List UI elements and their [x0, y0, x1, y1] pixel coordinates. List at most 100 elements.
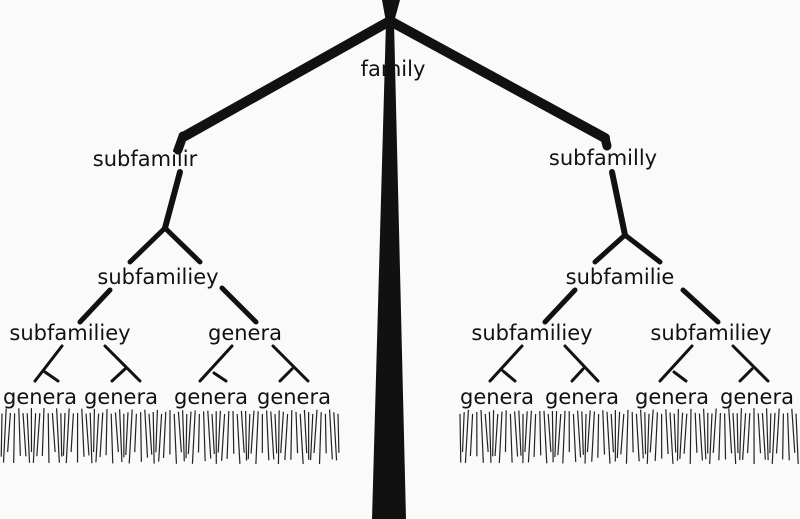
fringe-line	[185, 413, 188, 459]
fringe-line	[581, 411, 584, 455]
fringe-line	[119, 409, 123, 463]
fringe-line	[70, 413, 74, 453]
label-right-level3-b: subfamiliey	[650, 321, 771, 345]
fringe-line	[274, 413, 278, 454]
fringe-line	[644, 412, 647, 455]
fringe-line	[554, 411, 558, 458]
fringe-line	[791, 408, 796, 453]
fringe-line	[584, 413, 587, 464]
fringe-line	[128, 409, 133, 464]
fringe-line	[572, 413, 577, 463]
fringe-line	[266, 410, 270, 461]
branch-line	[563, 344, 600, 383]
fringe-line	[93, 408, 95, 453]
fringe-line	[498, 411, 503, 464]
fringe-line	[303, 409, 308, 454]
fringe-line	[191, 410, 196, 464]
fringe-line	[7, 412, 11, 453]
fringe-line	[329, 409, 333, 460]
fringe-line	[0, 413, 3, 457]
branch-line	[77, 287, 113, 325]
fringe-line	[724, 413, 727, 460]
branch-line	[110, 367, 127, 383]
fringe-line	[514, 411, 519, 457]
fringe-line	[649, 409, 654, 453]
fringe-line	[586, 410, 591, 453]
label-left-level2: subfamiliey	[97, 265, 218, 289]
branch-line	[219, 285, 259, 325]
fringe-line	[162, 411, 167, 458]
fringe-line	[240, 410, 245, 453]
fringe-line	[2, 408, 7, 463]
branch-line	[488, 344, 524, 383]
fringe-line	[182, 410, 185, 462]
fringe-line	[333, 412, 338, 461]
fringe-line	[736, 413, 739, 454]
fringe-line	[290, 410, 293, 460]
fringe-line	[709, 413, 713, 465]
branch-line	[278, 367, 294, 383]
label-right-subfamily: subfamilly	[549, 146, 657, 170]
fringe-line	[155, 409, 158, 453]
fringe-line	[173, 413, 178, 464]
fringe-line	[782, 413, 784, 460]
fringe-line	[551, 410, 554, 463]
fringe-line	[81, 408, 85, 457]
fringe-line	[270, 411, 275, 460]
fringe-line	[152, 412, 155, 464]
branch-line	[271, 344, 310, 383]
branches	[33, 131, 770, 383]
fringe-line	[591, 411, 595, 462]
fringe-line	[557, 413, 562, 456]
fringe-line	[221, 413, 226, 461]
branch-line	[570, 367, 585, 383]
fringe-line	[577, 410, 582, 458]
leaf-fringe	[0, 408, 799, 465]
fringe-line	[616, 411, 621, 459]
fringe-line	[56, 408, 60, 463]
fringe-line	[65, 408, 70, 464]
fringe-line	[236, 413, 241, 464]
fringe-line	[148, 413, 153, 455]
fringe-line	[295, 411, 299, 454]
branch-right-main	[387, 17, 610, 143]
fringe-line	[318, 412, 322, 465]
fringe-line	[280, 411, 284, 454]
fringe-line	[547, 413, 552, 453]
branch-line	[738, 367, 754, 383]
fringe-line	[22, 413, 27, 457]
fringe-line	[95, 413, 100, 463]
fringe-line	[597, 413, 600, 458]
fringe-line	[635, 413, 640, 462]
fringe-line	[484, 413, 489, 453]
branch-line	[43, 370, 60, 383]
fringe-line	[771, 412, 776, 465]
fringe-line	[13, 413, 16, 464]
fringe-line	[795, 413, 799, 464]
fringe-line	[247, 413, 251, 460]
fringe-line	[673, 413, 677, 453]
fringe-line	[728, 408, 733, 454]
fringe-line	[665, 409, 669, 454]
fringe-line	[492, 410, 495, 457]
fringe-line	[110, 413, 114, 464]
branch-line	[672, 370, 688, 383]
fringe-line	[524, 411, 528, 453]
branch-line	[127, 225, 168, 265]
label-left-leaf-4: genera	[257, 385, 331, 409]
fringe-line	[787, 412, 790, 461]
fringe-line	[488, 411, 492, 463]
fringe-line	[539, 411, 542, 456]
branch-line	[501, 369, 517, 383]
fringe-line	[207, 410, 212, 459]
fringe-line	[769, 413, 772, 453]
label-right-level3-a: subfamiliey	[471, 321, 592, 345]
fringe-line	[518, 410, 522, 456]
fringe-line	[610, 413, 615, 453]
branch-line	[592, 232, 628, 265]
fringe-line	[739, 408, 742, 460]
fringe-line	[284, 413, 289, 461]
branch-left-main	[180, 17, 393, 141]
branch-line	[173, 131, 188, 155]
